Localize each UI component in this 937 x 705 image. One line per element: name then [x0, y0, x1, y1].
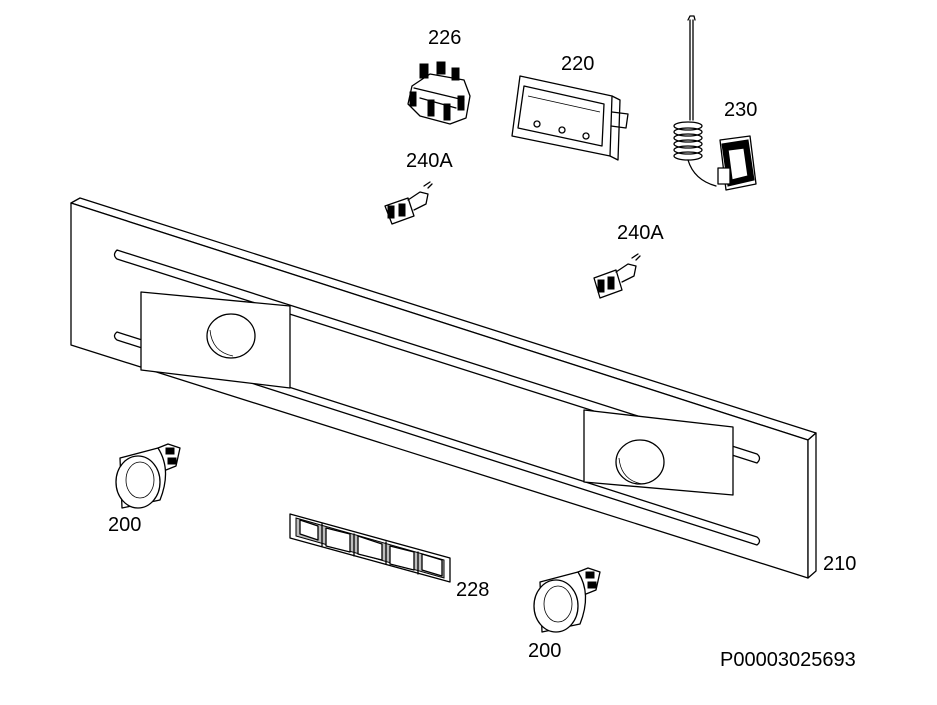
connector-240a-right [593, 253, 641, 299]
label-240a-right: 240A [617, 222, 664, 244]
connector-240a-top [384, 181, 433, 225]
label-200-bottom: 200 [528, 640, 562, 662]
control-panel-210 [70, 197, 817, 579]
label-228: 228 [456, 579, 490, 601]
label-210: 210 [823, 553, 857, 575]
label-200-left: 200 [108, 514, 142, 536]
label-220: 220 [561, 53, 595, 75]
thermostat-230 [673, 15, 757, 191]
knob-200-left [115, 443, 181, 509]
label-226: 226 [428, 27, 462, 49]
drawing-id: P00003025693 [720, 649, 856, 671]
symbol-strip-228 [289, 513, 451, 583]
label-240a-top: 240A [406, 150, 453, 172]
label-230: 230 [724, 99, 758, 121]
switch-panel-220 [511, 75, 629, 161]
knob-200-bottom [533, 567, 601, 633]
terminal-block-226 [407, 61, 471, 125]
